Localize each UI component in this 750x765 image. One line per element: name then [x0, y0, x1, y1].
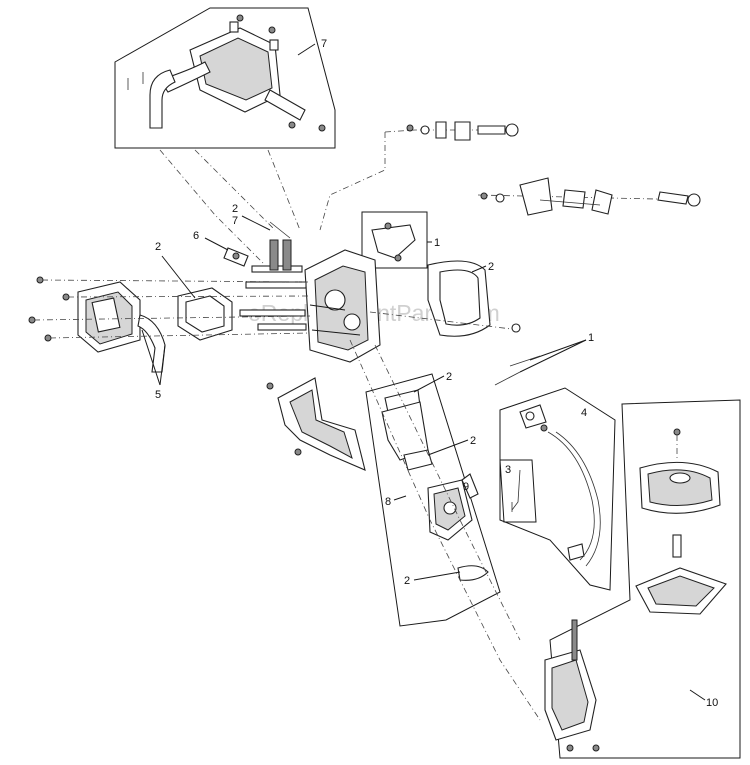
governor-bracket-box	[361, 211, 432, 269]
callout-8: 8	[385, 496, 391, 508]
callout-2-carb-mid: 2	[470, 435, 476, 447]
callout-2-carb-bottom: 2	[404, 575, 410, 587]
callout-2-carb-top: 2	[446, 371, 452, 383]
heat-shield	[266, 377, 366, 471]
callout-6: 6	[193, 230, 199, 242]
callout-9: 9	[463, 481, 469, 493]
fuel-line-box	[499, 387, 616, 591]
callout-3: 3	[505, 464, 511, 476]
air-cleaner-box	[544, 399, 741, 759]
head-bolts	[239, 239, 307, 331]
carburetor-group-box	[365, 373, 501, 627]
throttle-linkage-lower	[477, 177, 701, 216]
choke-rod-box	[499, 459, 537, 523]
rocker-cover	[77, 281, 166, 373]
intake-gasket-right	[427, 260, 491, 337]
callout-1-top: 1	[434, 237, 440, 249]
callout-7-top: 7	[321, 38, 327, 50]
callout-1-lower: 1	[588, 332, 594, 344]
throttle-linkage-top	[319, 121, 519, 231]
callout-10: 10	[706, 697, 718, 709]
callout-7-mid: 7	[232, 215, 238, 227]
cover-gasket-left	[177, 287, 233, 341]
callout-5: 5	[155, 389, 161, 401]
callout-2-top: 2	[232, 203, 238, 215]
callout-2-right: 2	[488, 261, 494, 273]
callout-4: 4	[581, 407, 587, 419]
callout-2-left: 2	[155, 241, 161, 253]
cylinder-head	[304, 249, 381, 363]
muffler-group-box	[114, 7, 336, 149]
spark-plug	[204, 237, 249, 267]
